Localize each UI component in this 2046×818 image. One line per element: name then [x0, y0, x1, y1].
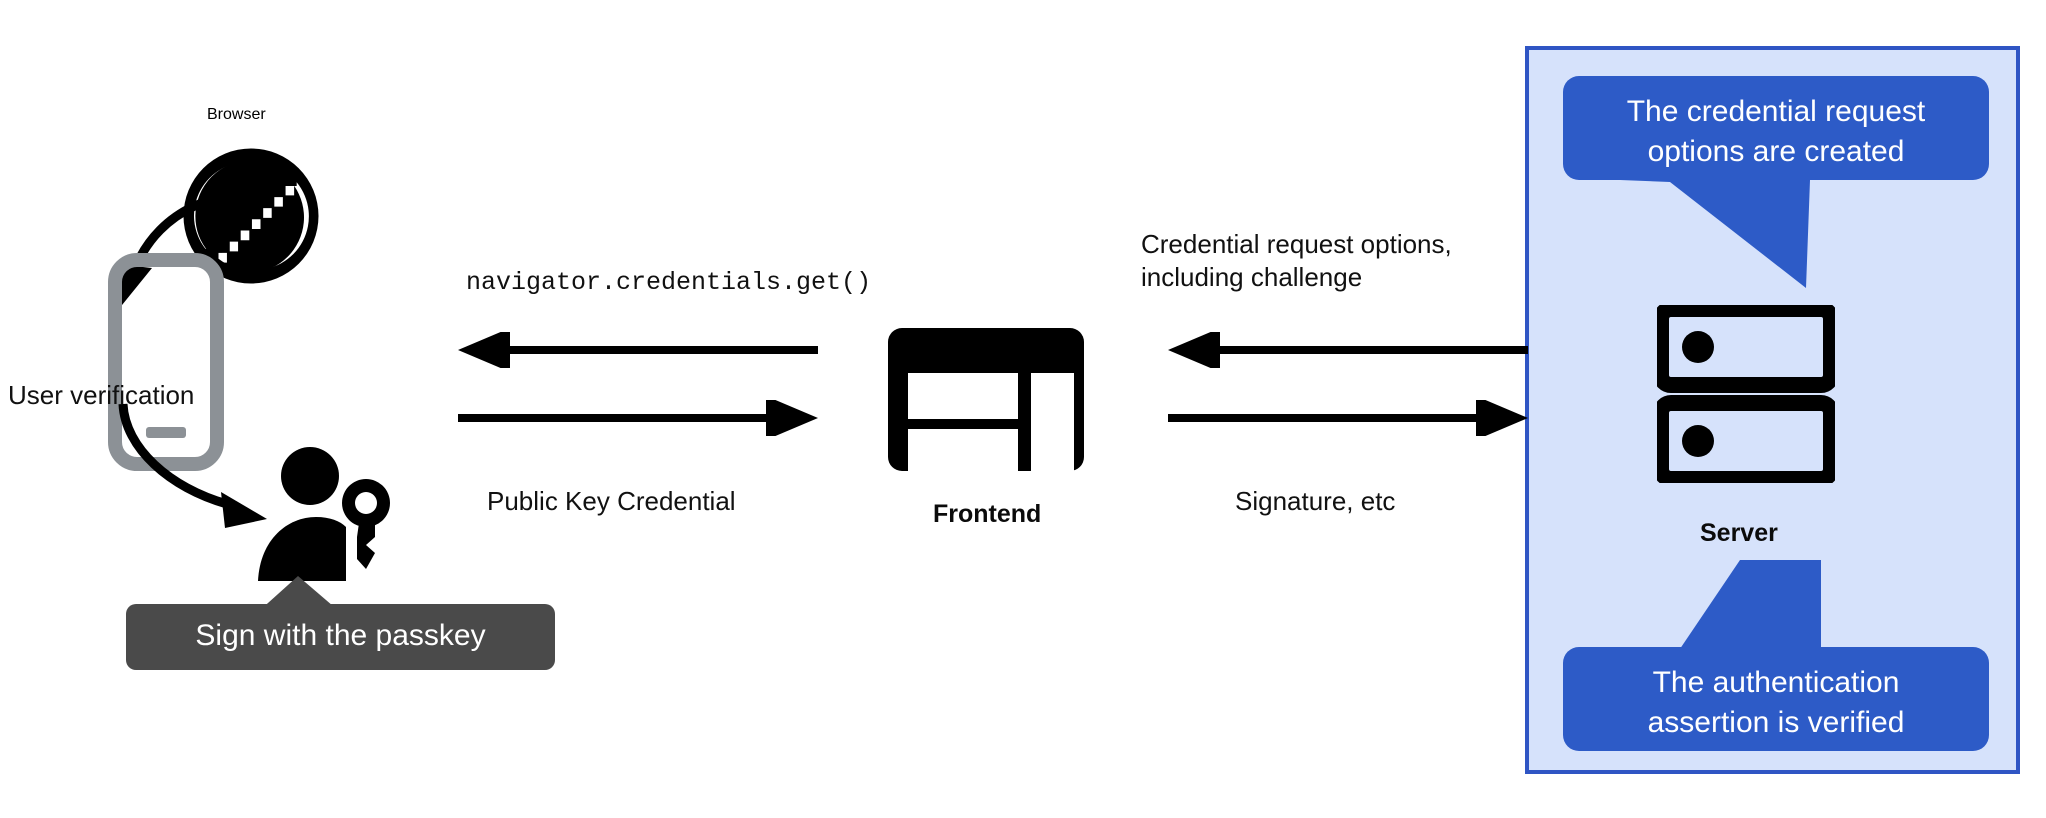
globe-icon: [176, 141, 326, 291]
arrow-browser-to-frontend: [458, 400, 818, 436]
arrow-frontend-to-browser: [458, 332, 818, 368]
server-callout-bottom: The authentication assertion is verified: [1563, 647, 1989, 751]
arrow-frontend-to-server: [1168, 400, 1528, 436]
public-key-credential-label: Public Key Credential: [487, 486, 736, 516]
navigator-credentials-get-label: navigator.credentials.get(): [466, 268, 872, 297]
sign-passkey-tooltip: Sign with the passkey: [126, 604, 555, 670]
mobile-phone-icon: [108, 253, 224, 471]
server-callout-top-tail: [1620, 180, 1850, 290]
device-to-user-arrow: [115, 400, 295, 540]
browser-label: Browser: [207, 106, 266, 123]
dashboard-layout-icon: [888, 328, 1084, 471]
frontend-label: Frontend: [933, 500, 1042, 528]
server-label: Server: [1700, 519, 1778, 547]
person-with-key-icon: [258, 443, 403, 585]
server-racks-icon: [1657, 305, 1835, 483]
user-verification-label: User verification: [8, 380, 195, 410]
browser-to-device-arrow: [100, 180, 280, 325]
arrow-server-to-frontend: [1168, 332, 1528, 368]
credential-request-options-label: Credential request options, including ch…: [1141, 229, 1452, 293]
server-callout-bottom-tail: [1625, 560, 1845, 676]
signature-etc-label: Signature, etc: [1235, 486, 1396, 516]
server-callout-top: The credential request options are creat…: [1563, 76, 1989, 180]
sign-passkey-tooltip-pointer: [228, 576, 348, 612]
